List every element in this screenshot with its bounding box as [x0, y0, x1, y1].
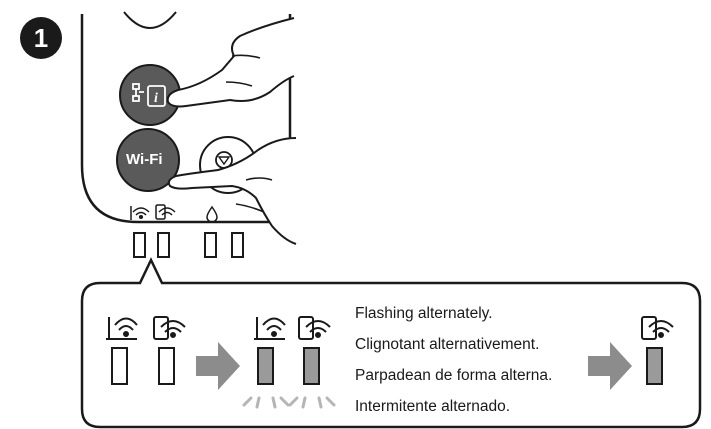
lamp-on: [303, 347, 320, 385]
network-status-icon: [254, 317, 286, 340]
lamp-off: [158, 347, 175, 385]
caption-french: Clignotant alternativement.: [355, 336, 540, 353]
wifi-button-label: Wi-Fi: [126, 151, 163, 168]
network-status-button: i: [119, 64, 181, 126]
caption-english: Flashing alternately.: [355, 305, 493, 322]
step-number-badge: 1: [20, 17, 62, 59]
wifi-button: [116, 128, 180, 192]
svg-text:i: i: [154, 91, 158, 106]
pointing-hand-icon: [166, 17, 295, 108]
wifi-direct-icon: [641, 316, 674, 340]
callout-box: [80, 257, 702, 429]
pointing-hand-icon: [167, 137, 297, 245]
network-status-icon: [130, 206, 150, 220]
right-arrow-icon: [588, 342, 632, 390]
wifi-direct-icon: [298, 316, 331, 340]
top-button-partial: [123, 11, 177, 29]
network-status-icon: [106, 317, 138, 340]
caption-spanish: Parpadean de forma alterna.: [355, 367, 553, 384]
panel-lamps: [133, 232, 244, 258]
wifi-direct-icon: [155, 204, 176, 220]
lamp-on: [646, 347, 663, 385]
step-number: 1: [33, 22, 49, 53]
lamp-on: [257, 347, 274, 385]
flash-rays: [242, 396, 336, 409]
control-panel-outline: [80, 14, 292, 224]
lamp-off: [111, 347, 128, 385]
ink-drop-icon: [206, 205, 218, 223]
caption-portuguese: Intermitente alternado.: [355, 398, 511, 415]
network-status-icon: i: [132, 83, 166, 107]
wifi-direct-icon: [153, 316, 186, 340]
right-arrow-icon: [196, 342, 240, 390]
